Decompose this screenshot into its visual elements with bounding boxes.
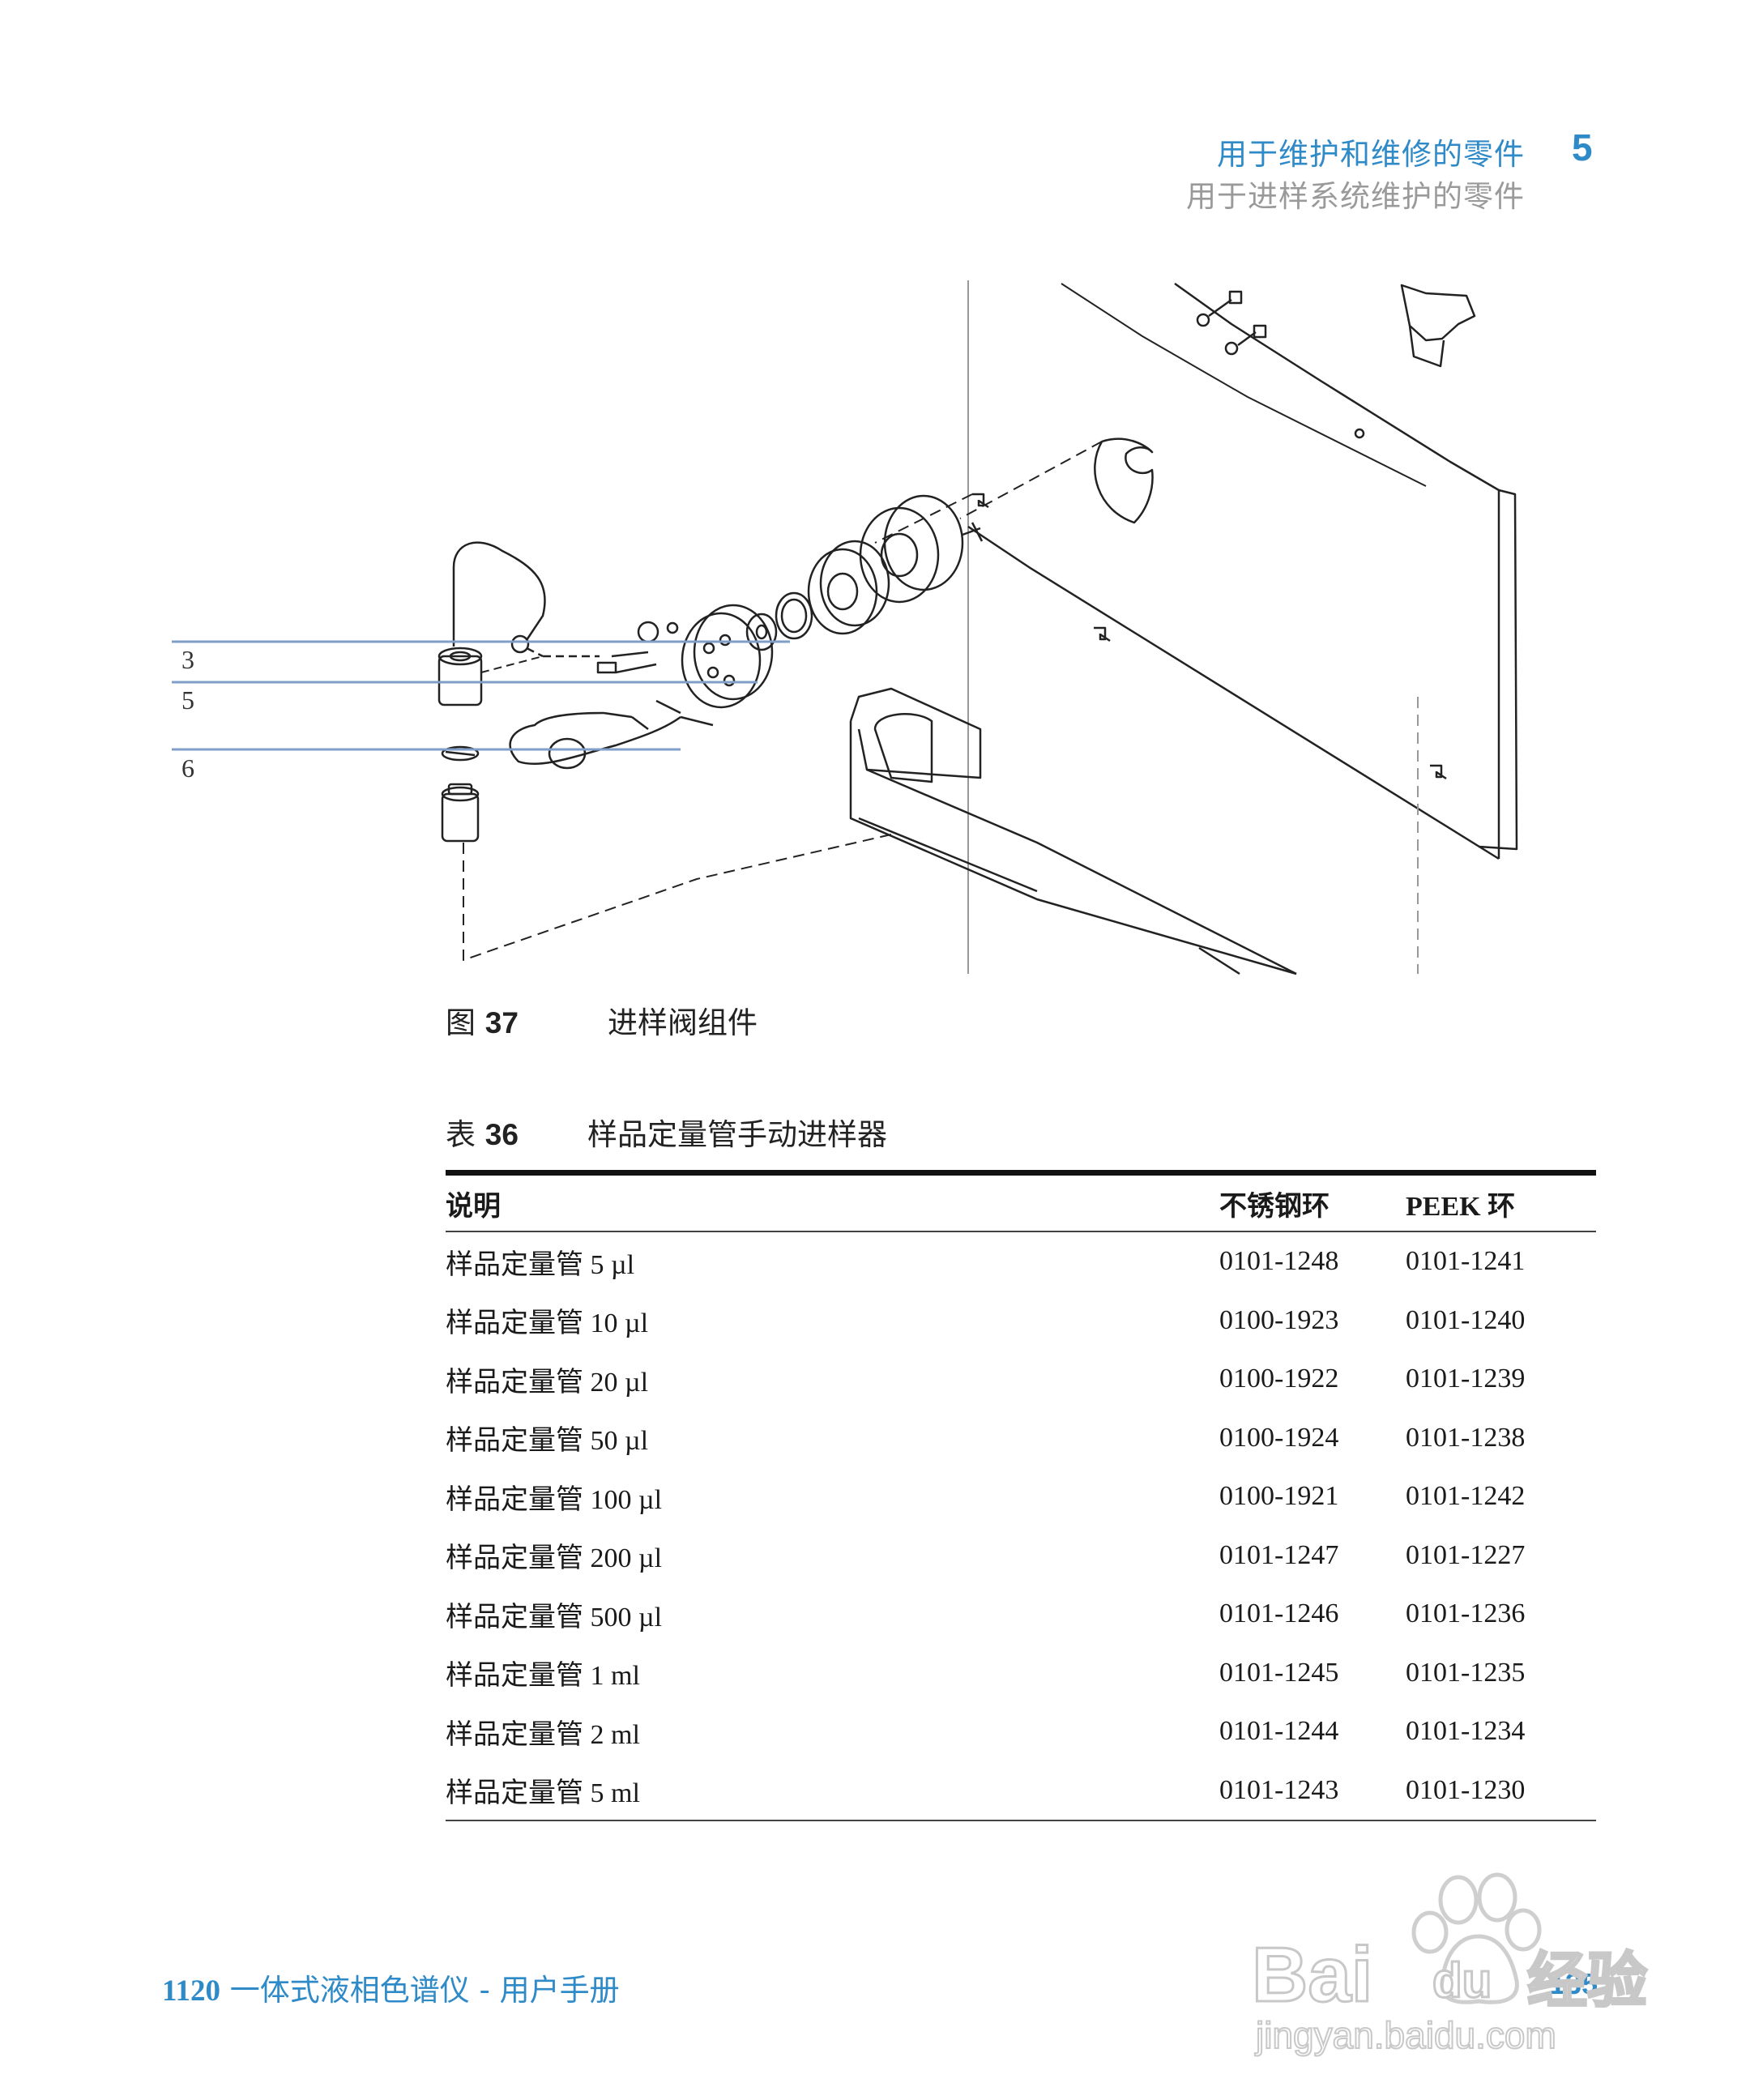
- table-row: 样品定量管 1 ml 0101-1245 0101-1235: [446, 1644, 1596, 1703]
- row-stainless-part: 0101-1244: [1219, 1716, 1339, 1747]
- row-volume: 50 µl: [590, 1426, 649, 1457]
- svg-text:Bai: Bai: [1252, 1931, 1372, 2018]
- row-peek-part: 0101-1235: [1406, 1657, 1526, 1688]
- chapter-number: 5: [1572, 126, 1593, 169]
- row-stainless-part: 0100-1923: [1219, 1304, 1339, 1335]
- header-stainless-steel: 不锈钢环: [1219, 1170, 1406, 1232]
- table-row: 样品定量管 2 ml 0101-1244 0101-1234: [446, 1702, 1596, 1761]
- row-volume: 10 µl: [590, 1308, 649, 1339]
- section-subtitle: 用于进样系统维护的零件: [1186, 179, 1525, 214]
- footer-title: 1120 一体式液相色谱仪 - 用户手册: [162, 1966, 620, 2009]
- figure-caption-label: 图: [446, 1005, 476, 1040]
- svg-text:du: du: [1432, 1953, 1492, 2008]
- table-row: 样品定量管 5 ml 0101-1243 0101-1230: [446, 1761, 1596, 1821]
- table-row: 样品定量管 200 µl 0101-1247 0101-1227: [446, 1526, 1596, 1586]
- row-volume: 500 µl: [590, 1602, 663, 1633]
- row-volume: 2 ml: [590, 1719, 640, 1750]
- sample-loop-parts-table: 说明 不锈钢环 PEEK 环 样品定量管 5 µl 0101-1248 0101…: [446, 1170, 1596, 1821]
- row-stainless-part: 0100-1921: [1219, 1481, 1339, 1512]
- row-description: 样品定量管: [446, 1483, 583, 1516]
- callout-3: 3: [181, 645, 194, 674]
- valve-assembly-drawing: [172, 280, 1518, 975]
- row-description: 样品定量管: [446, 1659, 583, 1692]
- row-peek-part: 0101-1236: [1406, 1598, 1526, 1629]
- row-description: 样品定量管: [446, 1542, 583, 1575]
- row-description: 样品定量管: [446, 1777, 583, 1810]
- row-description: 样品定量管: [446, 1718, 583, 1751]
- row-stainless-part: 0101-1248: [1219, 1246, 1339, 1277]
- row-stainless-part: 0101-1243: [1219, 1761, 1406, 1821]
- row-description: 样品定量管: [446, 1424, 583, 1458]
- page-number: 135: [1549, 1967, 1598, 2000]
- row-volume: 100 µl: [590, 1484, 663, 1515]
- table-caption-label: 表: [446, 1117, 476, 1152]
- table-row: 样品定量管 50 µl 0100-1924 0101-1238: [446, 1409, 1596, 1468]
- table-row: 样品定量管 20 µl 0100-1922 0101-1239: [446, 1350, 1596, 1409]
- figure-caption-number: 37: [484, 1006, 519, 1039]
- section-title: 用于维护和维修的零件: [1217, 137, 1525, 172]
- row-description: 样品定量管: [446, 1248, 583, 1281]
- row-stainless-part: 0100-1922: [1219, 1364, 1339, 1394]
- callout-5: 5: [181, 685, 194, 715]
- row-stainless-part: 0100-1924: [1219, 1422, 1339, 1453]
- row-volume: 5 ml: [590, 1778, 640, 1809]
- row-description: 样品定量管: [446, 1365, 583, 1398]
- header-peek: PEEK 环: [1406, 1170, 1596, 1232]
- row-volume: 5 µl: [590, 1249, 635, 1280]
- row-stainless-part: 0101-1245: [1219, 1657, 1339, 1688]
- row-stainless-part: 0101-1246: [1219, 1598, 1339, 1629]
- svg-text:经验: 经验: [1527, 1947, 1647, 2014]
- table-row: 样品定量管 500 µl 0101-1246 0101-1236: [446, 1585, 1596, 1644]
- footer-model: 1120: [162, 1974, 220, 2008]
- row-description: 样品定量管: [446, 1600, 583, 1633]
- row-volume: 1 ml: [590, 1661, 640, 1692]
- row-peek-part: 0101-1234: [1406, 1716, 1526, 1747]
- row-volume: 20 µl: [590, 1367, 649, 1398]
- svg-text:jingyan.baidu.com: jingyan.baidu.com: [1254, 2014, 1556, 2056]
- figure-caption-text: 进样阀组件: [608, 1005, 758, 1040]
- row-peek-part: 0101-1230: [1406, 1761, 1596, 1821]
- table-header-row: 说明 不锈钢环 PEEK 环: [446, 1170, 1596, 1232]
- table-row: 样品定量管 100 µl 0100-1921 0101-1242: [446, 1467, 1596, 1526]
- table-caption-number: 36: [484, 1118, 519, 1151]
- table-caption: 表 36 样品定量管手动进样器: [446, 1110, 887, 1154]
- row-peek-part: 0101-1240: [1406, 1304, 1526, 1335]
- header-description: 说明: [446, 1170, 1219, 1232]
- row-stainless-part: 0101-1247: [1219, 1539, 1339, 1570]
- row-peek-part: 0101-1238: [1406, 1422, 1526, 1453]
- footer-manual-title: 一体式液相色谱仪 - 用户手册: [229, 1973, 620, 2008]
- row-peek-part: 0101-1227: [1406, 1539, 1526, 1570]
- table-row: 样品定量管 5 µl 0101-1248 0101-1241: [446, 1231, 1596, 1291]
- baidu-jingyan-watermark: Bai du 经验 jingyan.baidu.com: [1251, 1872, 1649, 2057]
- table-caption-text: 样品定量管手动进样器: [587, 1117, 887, 1152]
- row-description: 样品定量管: [446, 1307, 583, 1340]
- valve-assembly-figure: 3 5 6: [162, 275, 1539, 980]
- row-volume: 200 µl: [590, 1543, 663, 1574]
- callout-6: 6: [181, 753, 194, 783]
- row-peek-part: 0101-1241: [1406, 1246, 1526, 1277]
- row-peek-part: 0101-1239: [1406, 1364, 1526, 1394]
- figure-caption: 图 37 进样阀组件: [446, 998, 758, 1042]
- row-peek-part: 0101-1242: [1406, 1481, 1526, 1512]
- table-row: 样品定量管 10 µl 0100-1923 0101-1240: [446, 1291, 1596, 1351]
